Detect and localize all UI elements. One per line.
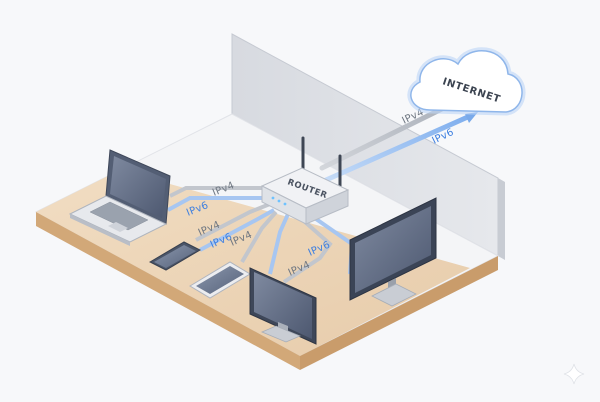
television [349, 197, 437, 307]
floor-edge-front [36, 212, 300, 370]
router-led-1 [271, 196, 275, 200]
floor-edge-right [300, 256, 498, 370]
router-led-2 [277, 199, 281, 203]
monitor-stream-v4 [282, 212, 333, 284]
wall-side [498, 178, 505, 260]
monitor-screen [254, 272, 312, 339]
router-side [305, 189, 349, 225]
desktop-monitor [249, 267, 317, 345]
tv-stand-base [371, 283, 417, 307]
router: ROUTER [260, 136, 350, 225]
laptop [68, 149, 171, 246]
tv-screen [355, 206, 431, 293]
phone-stream-v4 [195, 202, 271, 242]
cloud-shape [410, 50, 523, 113]
tablet-stream-v4 [240, 210, 278, 264]
smartphone [148, 241, 202, 271]
laptop-trackpad [108, 222, 128, 232]
internet-cloud: INTERNET [407, 47, 526, 116]
phone-screen [154, 245, 196, 268]
uplink-ipv6-arrowhead [465, 112, 478, 123]
uplink-ipv6-stream [323, 113, 473, 183]
monitor-stream-v6 [268, 213, 290, 275]
laptop-screen [110, 156, 166, 218]
phone-stream-v6 [199, 208, 275, 252]
tablet-screen [196, 266, 244, 294]
laptop-base-edge [70, 214, 130, 246]
monitor-foot [260, 325, 302, 343]
sparkle-icon [563, 363, 585, 385]
router-led-3 [283, 202, 287, 206]
laptop-ipv6-stream [167, 196, 262, 212]
laptop-ipv4-stream [169, 186, 262, 198]
